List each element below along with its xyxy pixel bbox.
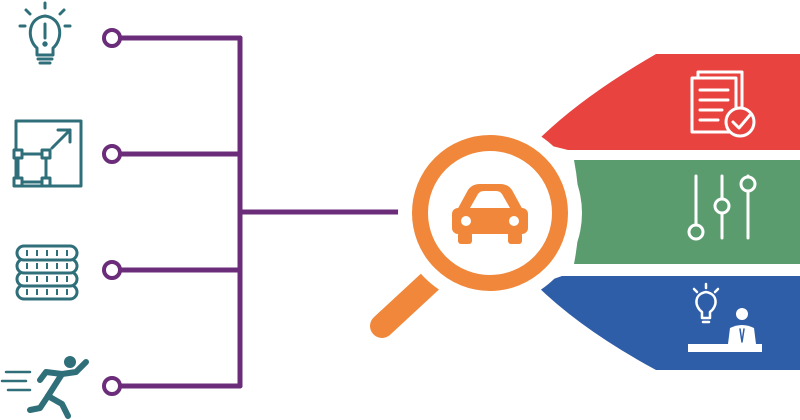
- car-icon: [452, 184, 528, 244]
- coin-stack-icon: [15, 244, 79, 301]
- band-blue: [536, 276, 800, 370]
- magnifier-handle: [370, 264, 448, 338]
- sliders-settings-icon: [687, 174, 757, 241]
- node-2: [102, 144, 122, 164]
- connector-tree: [118, 35, 405, 389]
- band-red: [536, 54, 800, 150]
- band-green: [574, 160, 800, 264]
- document-check-icon: [690, 70, 756, 138]
- resize-expand-icon: [12, 119, 83, 188]
- advisor-idea-icon: [688, 282, 762, 352]
- node-4: [102, 376, 122, 396]
- node-3: [102, 260, 122, 280]
- running-person-icon: [0, 356, 89, 419]
- connector-nodes: [102, 28, 122, 396]
- node-1: [102, 28, 122, 48]
- magnifier-car-icon: [370, 121, 582, 338]
- lightbulb-idea-icon: [18, 1, 72, 65]
